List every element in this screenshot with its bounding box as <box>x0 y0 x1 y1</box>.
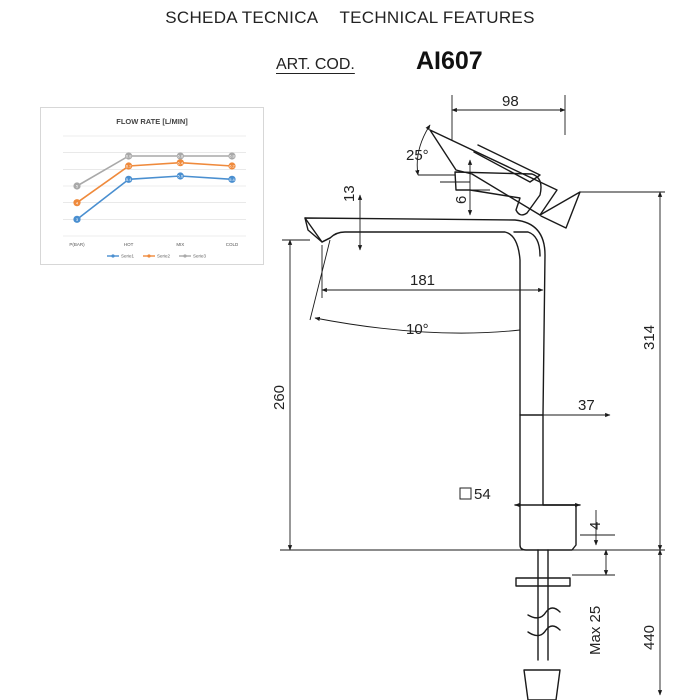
flow-rate-chart: FLOW RATE [L/MIN] 3 5.4 5.6 5.4 4 6.2 6.4 6.2 5 6… <box>63 117 246 259</box>
dim-body-depth: 37 <box>578 397 595 414</box>
dim-spout-reach: 181 <box>410 272 435 289</box>
spout-tip <box>304 217 331 243</box>
article-code: AI607 <box>416 47 483 75</box>
hose-break <box>527 607 561 637</box>
data-label: 6.8 <box>178 154 184 159</box>
legend-marker <box>147 254 151 258</box>
series-line-1 <box>76 175 233 220</box>
legend-label: Serie2 <box>157 254 171 259</box>
dim-lever-offset: 6 <box>453 196 470 204</box>
legend-label: Serie1 <box>121 254 135 259</box>
legend-label: Serie3 <box>193 254 207 259</box>
data-label: 3 <box>76 217 79 222</box>
data-label: 6.2 <box>229 164 235 169</box>
faucet-body <box>519 414 577 551</box>
lever-detail <box>473 144 541 183</box>
fixing-stud <box>537 549 549 661</box>
dim-base-thickness: 4 <box>587 522 604 530</box>
data-point <box>73 182 81 190</box>
data-point <box>125 162 133 170</box>
dim-max-deck: Max 25 <box>587 606 604 655</box>
data-point <box>73 215 81 223</box>
title-english: TECHNICAL FEATURES <box>339 8 535 27</box>
data-label: 5 <box>76 184 79 189</box>
data-point <box>125 152 133 160</box>
x-tick-label: P(BAR) <box>69 242 85 247</box>
dim-lever-angle: 25° <box>406 147 429 164</box>
title-italian: SCHEDA TECNICA <box>165 8 319 27</box>
data-label: 6.2 <box>126 164 132 169</box>
lever-handle <box>429 129 558 216</box>
spout <box>304 217 546 416</box>
dim-spout-angle: 10° <box>406 321 429 338</box>
data-label: 4 <box>76 200 79 205</box>
x-tick-label: HOT <box>124 242 134 247</box>
fixing-nut <box>515 577 571 587</box>
data-point <box>176 152 184 160</box>
data-point <box>176 172 184 180</box>
series-line-2 <box>76 161 233 204</box>
legend-marker <box>111 254 115 258</box>
cartridge-head <box>454 171 542 216</box>
article-label: ART. COD. <box>276 56 355 73</box>
data-label: 6.8 <box>229 154 235 159</box>
data-label: 5.4 <box>126 177 132 182</box>
dim-hose-length: 440 <box>641 625 658 650</box>
data-point <box>125 175 133 183</box>
data-point <box>228 175 236 183</box>
data-point <box>176 159 184 167</box>
data-label: 6.8 <box>126 154 132 159</box>
square-symbol <box>459 487 472 500</box>
data-point <box>228 162 236 170</box>
spout-inner <box>513 231 541 257</box>
legend-marker <box>183 254 187 258</box>
header-title: SCHEDA TECNICA TECHNICAL FEATURES <box>0 8 700 28</box>
chart-title: FLOW RATE [L/MIN] <box>116 117 188 126</box>
data-point <box>228 152 236 160</box>
x-tick-label: COLD <box>226 242 239 247</box>
data-point <box>73 199 81 207</box>
dim-total-height: 314 <box>641 325 658 350</box>
flow-rate-chart-panel: FLOW RATE [L/MIN] 3 5.4 5.6 5.4 4 6.2 6.4 6.2 5 6… <box>40 107 264 265</box>
dim-spout-thickness: 13 <box>341 185 358 202</box>
lever-body <box>539 191 581 229</box>
dim-width-top: 98 <box>502 93 519 110</box>
data-label: 5.4 <box>229 177 235 182</box>
x-tick-label: MIX <box>176 242 184 247</box>
data-label: 6.4 <box>178 160 184 165</box>
dim-base-square: 54 <box>474 486 491 503</box>
series-line-3 <box>76 155 232 187</box>
dim-height-spout: 260 <box>271 385 288 410</box>
hose-fitting <box>523 669 561 700</box>
data-label: 5.6 <box>178 174 184 179</box>
